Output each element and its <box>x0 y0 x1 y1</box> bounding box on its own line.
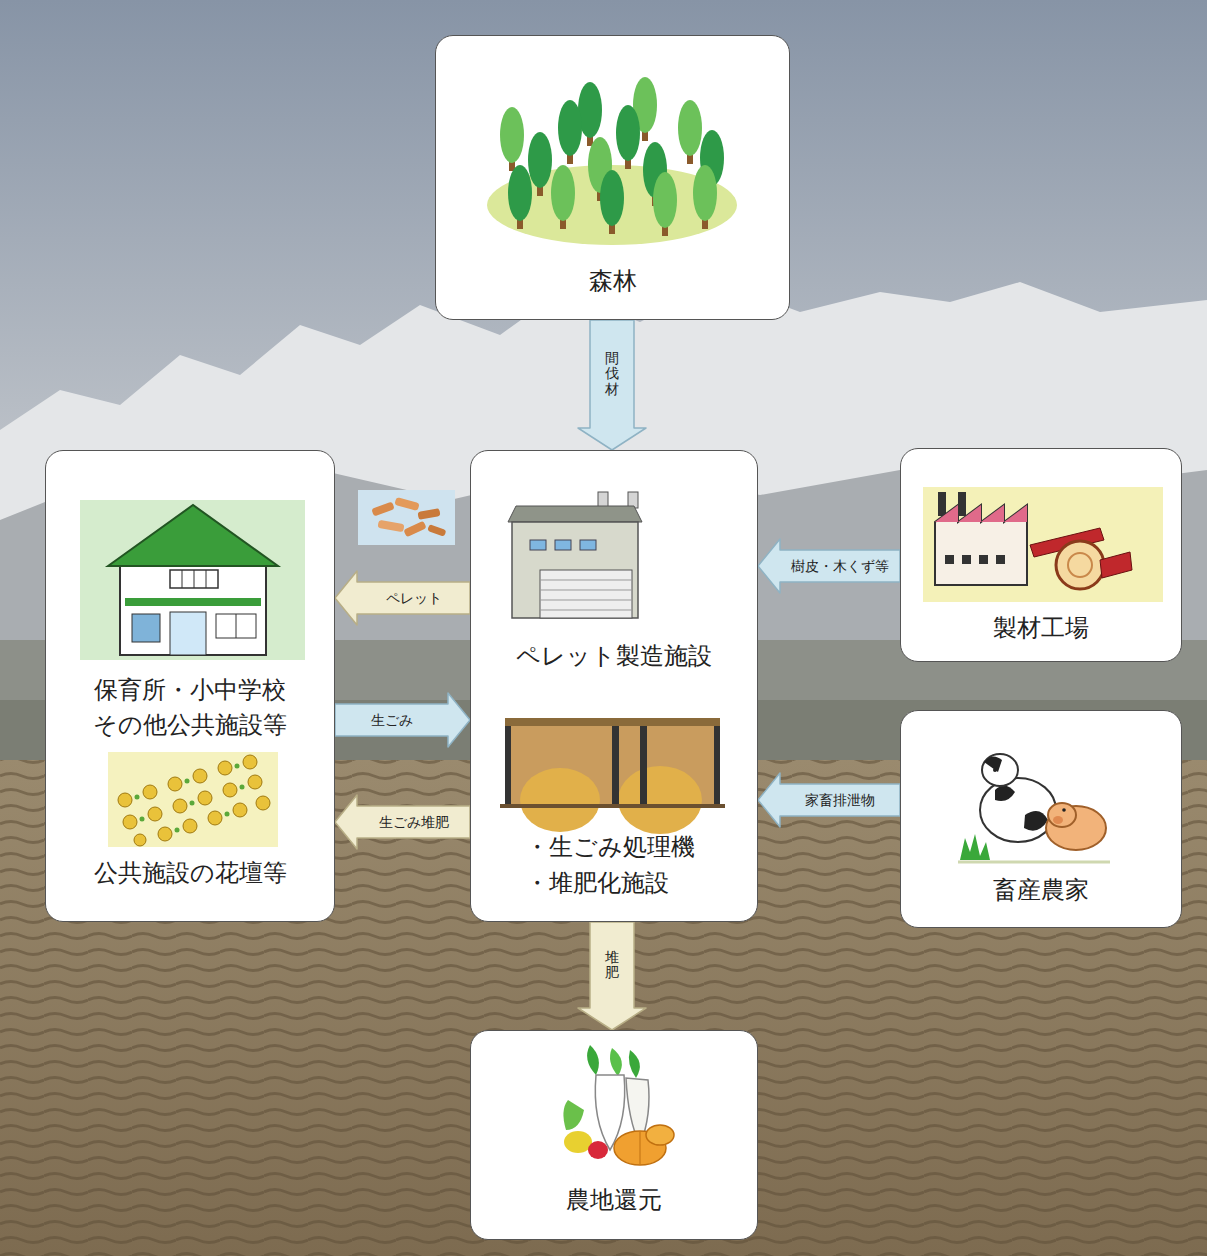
box-label: 農地還元 <box>566 1185 662 1215</box>
arrow-label-holder: 生ごみ堆肥 <box>377 813 451 831</box>
sawmill <box>923 487 1163 602</box>
arrow-label-holder: ペレット <box>384 589 444 607</box>
arrow-label: 間伐材 <box>605 351 619 397</box>
block-arrow <box>578 320 646 450</box>
arrow-label-holder: 樹皮・木くず等 <box>789 557 891 575</box>
process-box: 森林 <box>435 35 790 320</box>
arrow-label: ペレット <box>384 589 444 607</box>
process-box: 製材工場 <box>900 448 1182 662</box>
pellet-chips <box>358 490 455 545</box>
block-arrow <box>335 571 470 625</box>
box-sublabel: ・生ごみ処理機 ・堆肥化施設 <box>525 829 703 901</box>
arrow-label: 堆肥 <box>605 950 619 981</box>
arrow-label: 樹皮・木くず等 <box>789 557 891 575</box>
arrow-label-holder: 間伐材 <box>605 351 619 397</box>
block-arrow <box>335 693 470 747</box>
box-label: 保育所・小中学校 その他公共施設等 <box>89 673 291 743</box>
block-arrow <box>335 795 470 849</box>
box-label: 森林 <box>589 266 637 296</box>
forest-illustration <box>487 77 737 245</box>
box-label: 畜産農家 <box>993 875 1089 905</box>
vegetables <box>563 1045 674 1165</box>
compost-shed <box>500 718 725 834</box>
arrow-label-holder: 堆肥 <box>605 950 619 981</box>
block-arrow <box>758 773 900 827</box>
livestock <box>958 754 1110 862</box>
arrow-label-holder: 生ごみ <box>369 711 415 729</box>
arrow-label: 生ごみ堆肥 <box>377 813 451 831</box>
process-box: 保育所・小中学校 その他公共施設等公共施設の花壇等 <box>45 450 335 922</box>
flower-bed <box>108 752 278 847</box>
process-box: 農地還元 <box>470 1030 758 1240</box>
arrow-label-holder: 家畜排泄物 <box>803 791 877 809</box>
arrow-label: 生ごみ <box>369 711 415 729</box>
block-arrow <box>578 922 646 1030</box>
box-sublabel: 公共施設の花壇等 <box>94 858 287 888</box>
box-label: ペレット製造施設 <box>516 641 712 671</box>
box-label: 製材工場 <box>993 613 1089 643</box>
arrow-label: 家畜排泄物 <box>803 791 877 809</box>
process-box: ペレット製造施設・生ごみ処理機 ・堆肥化施設 <box>470 450 758 922</box>
process-box: 畜産農家 <box>900 710 1182 928</box>
block-arrow <box>758 539 900 593</box>
school-house <box>80 500 305 660</box>
pellet-factory <box>508 492 642 618</box>
